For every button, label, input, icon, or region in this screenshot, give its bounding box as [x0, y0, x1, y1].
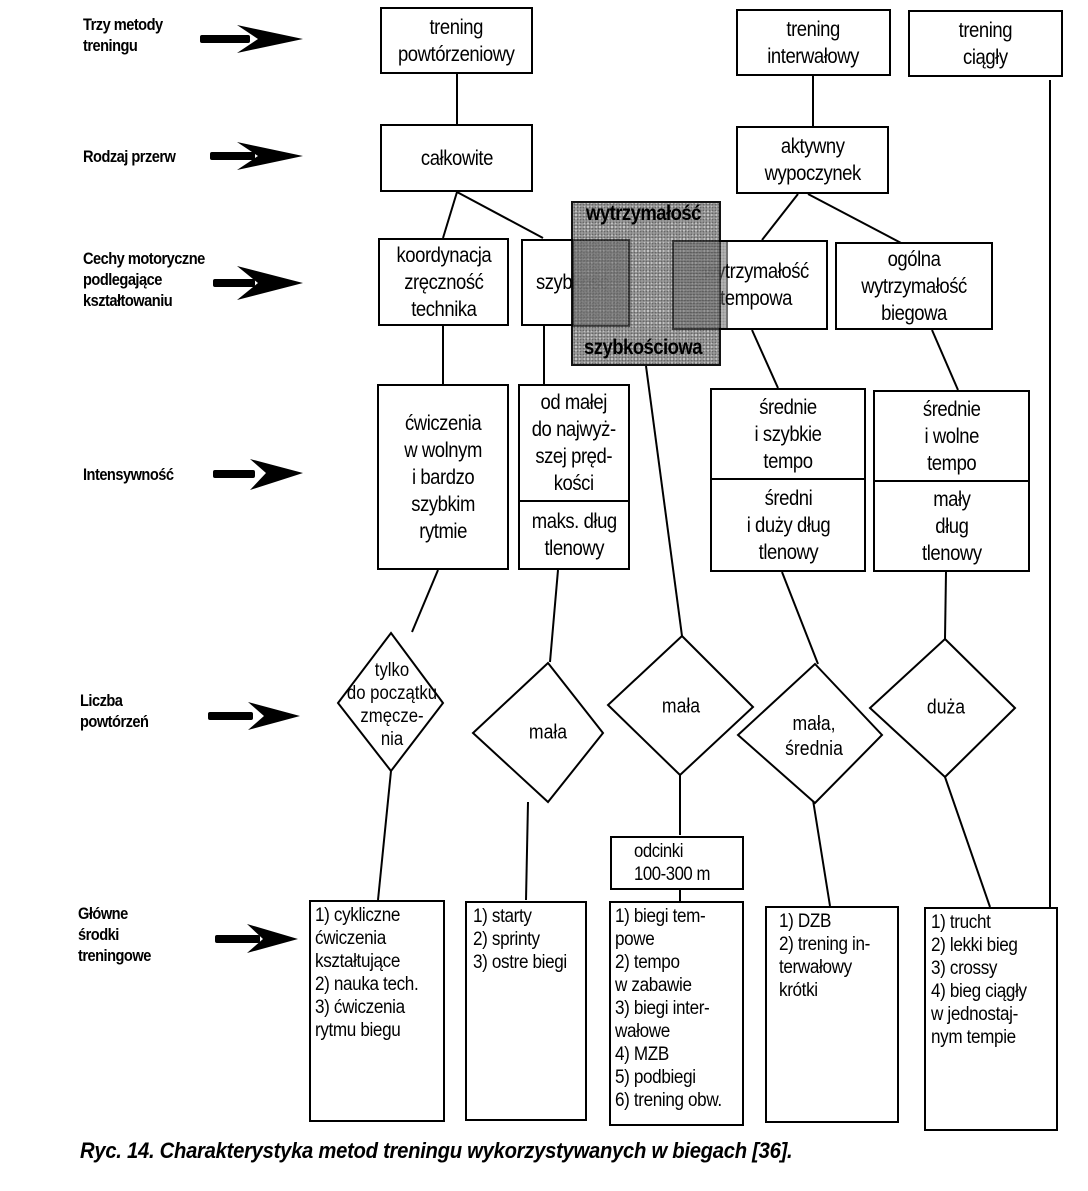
- diamond-reps-5: [868, 637, 1017, 779]
- list-item: 1) trucht: [931, 912, 991, 933]
- reps-label-4: mała, średnia: [785, 713, 843, 760]
- connector: [807, 193, 904, 245]
- break-full: całkowite: [380, 124, 533, 192]
- list-item: 1) cykliczne ćwiczenia kształtujące: [315, 905, 401, 972]
- reps-label-2: mała: [528, 721, 568, 744]
- motor-coordination: koordynacja zręczność technika: [378, 238, 509, 326]
- means-list-tempo: 1) DZB 2) trening in- terwałowy krótki: [765, 906, 899, 1123]
- row-label-intensity: Intensywność: [83, 465, 174, 484]
- connector: [761, 193, 799, 241]
- connector: [944, 776, 991, 908]
- row-label-breaks: Rodzaj przerw: [83, 147, 176, 166]
- list-item: 1) DZB: [779, 911, 832, 932]
- arrow-right-icon: [200, 25, 303, 53]
- connector: [377, 770, 392, 901]
- connector: [525, 801, 529, 901]
- connector: [549, 569, 559, 663]
- speed-endurance-label-top: wytrzymałość: [586, 202, 701, 225]
- motor-general-endurance: ogólna wytrzymałość biegowa: [835, 242, 993, 330]
- intensity-general: średnie i wolne tempo mały dług tlenowy: [873, 390, 1030, 572]
- intensity-tempo-debt: średni i duży dług tlenowy: [746, 486, 830, 564]
- list-item: 2) nauka tech.: [315, 974, 419, 995]
- diamond-reps-2: [471, 661, 605, 804]
- connector: [442, 191, 458, 239]
- intensity-speed-debt: maks. dług tlenowy: [531, 510, 617, 560]
- segments-box: odcinki 100-300 m: [610, 836, 744, 890]
- list-item: 2) tempo w zabawie: [615, 952, 692, 996]
- connector: [456, 191, 544, 239]
- speed-endurance-label-bottom: szybkościowa: [584, 336, 702, 359]
- list-item: 4) bieg ciągły w jednostaj- nym tempie: [931, 981, 1027, 1048]
- connector: [781, 571, 819, 665]
- reps-label-5: duża: [926, 696, 966, 719]
- method-continuous: trening ciągły: [908, 10, 1063, 77]
- list-item: 5) podbiegi: [615, 1067, 696, 1088]
- intensity-speed-pace: od małej do najwyż- szej pręd- kości: [520, 386, 628, 502]
- connector: [931, 329, 959, 391]
- figure-caption: Ryc. 14. Charakterystyka metod treningu …: [80, 1138, 793, 1163]
- intensity-tempo-pace: średnie i szybkie tempo: [712, 390, 864, 480]
- intensity-speed: od małej do najwyż- szej pręd- kości mak…: [518, 384, 630, 570]
- arrow-right-icon: [215, 924, 298, 953]
- row-label-reps: Liczba powtórzeń: [80, 691, 149, 731]
- list-item: 2) trening in- terwałowy krótki: [779, 934, 870, 1001]
- reps-label-1: tylko do początku zmęcze- nia: [346, 660, 438, 750]
- connector: [411, 569, 439, 633]
- list-item: 2) lekki bieg: [931, 935, 1018, 956]
- arrow-right-icon: [210, 142, 303, 170]
- diamond-reps-1: [336, 631, 445, 773]
- list-item: 2) sprinty: [473, 929, 540, 950]
- speed-overlap-region: [572, 239, 630, 327]
- diamond-reps-3: [606, 634, 755, 777]
- means-list-general: 1) trucht 2) lekki bieg 3) crossy 4) bie…: [924, 907, 1058, 1131]
- means-list-speed: 1) starty 2) sprinty 3) ostre biegi: [465, 901, 587, 1121]
- diamond-reps-4: [736, 662, 884, 805]
- connector: [645, 365, 683, 637]
- method-interval: trening interwałowy: [736, 9, 891, 76]
- arrow-right-icon: [213, 266, 303, 300]
- connector: [944, 571, 947, 640]
- means-list-speed-endurance: 1) biegi tem- powe 2) tempo w zabawie 3)…: [609, 901, 744, 1126]
- list-item: 4) MZB: [615, 1044, 669, 1065]
- row-label-methods: Trzy metody treningu: [83, 15, 163, 55]
- arrow-right-icon: [208, 702, 300, 730]
- list-item: 1) starty: [473, 906, 532, 927]
- means-list-repetition: 1) cykliczne ćwiczenia kształtujące 2) n…: [309, 900, 445, 1122]
- tempo-overlap-region: [672, 240, 728, 330]
- list-item: 3) ostre biegi: [473, 952, 567, 973]
- list-item: 3) crossy: [931, 958, 998, 979]
- method-repetition: trening powtórzeniowy: [380, 7, 533, 74]
- list-item: 3) biegi inter- wałowe: [615, 998, 710, 1042]
- arrow-right-icon: [213, 459, 303, 490]
- connector: [751, 329, 779, 389]
- connector: [812, 799, 831, 907]
- intensity-exercises: ćwiczenia w wolnym i bardzo szybkim rytm…: [377, 384, 509, 570]
- intensity-general-pace: średnie i wolne tempo: [875, 392, 1028, 482]
- list-item: 1) biegi tem- powe: [615, 906, 706, 950]
- intensity-general-debt: mały dług tlenowy: [921, 487, 982, 565]
- list-item: 3) ćwiczenia rytmu biegu: [315, 997, 405, 1041]
- list-item: 6) trening obw.: [615, 1090, 722, 1111]
- break-active: aktywny wypoczynek: [736, 126, 889, 194]
- row-label-means: Główne środki treningowe: [78, 904, 151, 965]
- intensity-tempo: średnie i szybkie tempo średni i duży dł…: [710, 388, 866, 572]
- row-label-motor: Cechy motoryczne podlegające kształtowan…: [83, 249, 205, 310]
- reps-label-3: mała: [661, 695, 701, 718]
